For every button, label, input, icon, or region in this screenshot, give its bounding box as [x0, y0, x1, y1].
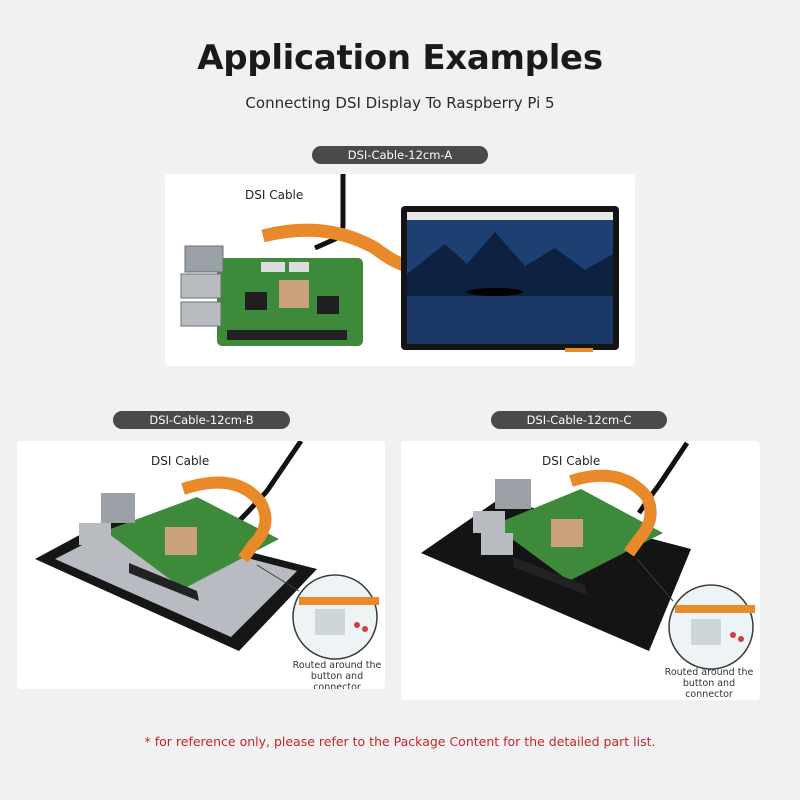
page-title: Application Examples: [197, 38, 603, 78]
example-a-illustration: [180, 174, 619, 352]
cable-label-c: DSI Cable: [542, 454, 601, 468]
cable-label-b: DSI Cable: [151, 454, 210, 468]
example-card-a: DSI Cable: [165, 174, 635, 366]
cable-tag-a: DSI-Cable-12cm-A: [312, 146, 488, 164]
routing-note-c: Routed around the button and connector: [664, 667, 754, 700]
example-card-c: DSI Cable Routed around the button and c…: [401, 441, 760, 700]
page-subtitle: Connecting DSI Display To Raspberry Pi 5: [245, 94, 555, 112]
routing-note-b: Routed around the button and connector: [292, 660, 382, 689]
cable-tag-c: DSI-Cable-12cm-C: [491, 411, 667, 429]
cable-label-a: DSI Cable: [245, 188, 304, 202]
example-card-b: DSI Cable Routed around the button and c…: [17, 441, 385, 689]
dsi-cable: [261, 223, 409, 273]
dsi-cable: [181, 476, 272, 563]
example-c-illustration: [421, 441, 755, 670]
example-b-illustration: [35, 441, 379, 660]
dsi-cable: [569, 469, 657, 557]
footnote: * for reference only, please refer to th…: [144, 734, 656, 749]
cable-tag-b: DSI-Cable-12cm-B: [113, 411, 290, 429]
